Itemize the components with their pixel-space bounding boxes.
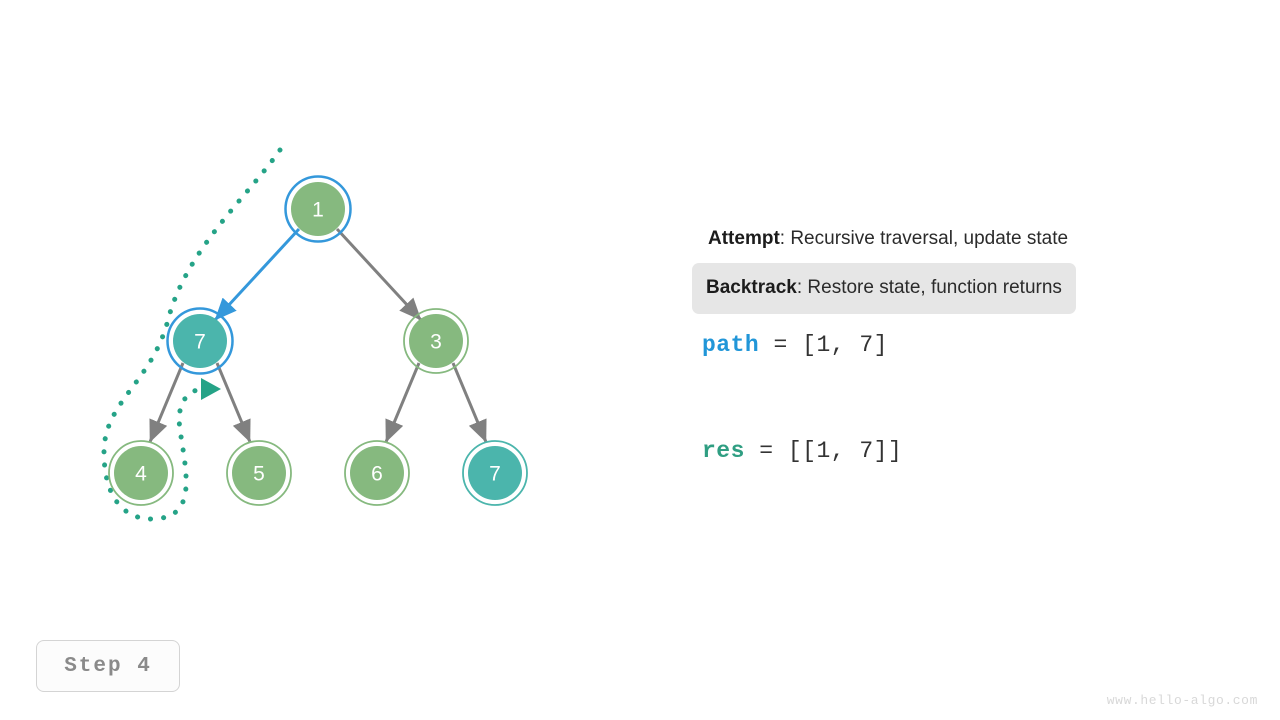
tree-edges xyxy=(148,227,488,443)
backtrack-dotted-path xyxy=(101,147,283,522)
edge-1-to-3 xyxy=(335,227,423,322)
backtrack-path-group xyxy=(101,147,283,522)
backtrack-lead-label: Backtrack xyxy=(706,277,797,298)
step-badge: Step 4 xyxy=(36,640,180,692)
tree-node-6[interactable]: 6 xyxy=(344,440,410,506)
edge-3-to-6 xyxy=(384,362,421,443)
info-panel: Attempt: Recursive traversal, update sta… xyxy=(692,222,1222,464)
variable-assign-path: = xyxy=(759,332,803,358)
variable-name-res: res xyxy=(702,438,745,464)
node-circle xyxy=(232,446,286,500)
edge-7left-to-4 xyxy=(148,362,185,443)
attempt-lead-label: Attempt xyxy=(708,228,780,249)
watermark-text: www.hello-algo.com xyxy=(1106,693,1258,708)
edge-1-to-7left xyxy=(213,227,301,322)
node-circle xyxy=(409,314,463,368)
tree-node-5[interactable]: 5 xyxy=(226,440,292,506)
edge-7left-to-5 xyxy=(215,362,252,443)
variable-res-row: res = [[1, 7]] xyxy=(702,438,1222,464)
edge-3-to-7right xyxy=(451,362,488,443)
tree-node-3[interactable]: 3 xyxy=(403,308,469,374)
node-ring xyxy=(166,307,234,375)
variable-assign-res: = xyxy=(744,438,788,464)
tree-node-1[interactable]: 1 xyxy=(284,175,352,243)
variable-path-row: path = [1, 7] xyxy=(702,332,1222,358)
variable-value-res: [[1, 7]] xyxy=(787,438,903,464)
node-circle xyxy=(114,446,168,500)
tree-node-7-right[interactable]: 7 xyxy=(462,440,528,506)
node-circle xyxy=(173,314,227,368)
node-ring xyxy=(284,175,352,243)
variable-value-path: [1, 7] xyxy=(802,332,888,358)
backtrack-description-row: Backtrack: Restore state, function retur… xyxy=(692,257,1222,314)
backtrack-text: : Restore state, function returns xyxy=(796,277,1062,298)
node-ring xyxy=(344,440,410,506)
attempt-line: Attempt: Recursive traversal, update sta… xyxy=(704,222,1072,257)
node-circle xyxy=(291,182,345,236)
backtrack-line: Backtrack: Restore state, function retur… xyxy=(692,263,1076,314)
variable-name-path: path xyxy=(702,332,760,358)
node-circle xyxy=(468,446,522,500)
tree-node-7-left[interactable]: 7 xyxy=(166,307,234,375)
node-ring xyxy=(462,440,528,506)
node-circle xyxy=(350,446,404,500)
binary-tree-diagram: 1 7 3 4 5 xyxy=(101,147,528,522)
tree-svg-canvas: 1 7 3 4 5 xyxy=(101,147,528,522)
node-ring xyxy=(226,440,292,506)
node-ring xyxy=(403,308,469,374)
backtrack-arrowhead-icon xyxy=(201,378,221,400)
tree-node-4[interactable]: 4 xyxy=(108,440,174,506)
node-ring xyxy=(108,440,174,506)
attempt-description-row: Attempt: Recursive traversal, update sta… xyxy=(704,222,1222,257)
attempt-text: : Recursive traversal, update state xyxy=(779,228,1069,249)
